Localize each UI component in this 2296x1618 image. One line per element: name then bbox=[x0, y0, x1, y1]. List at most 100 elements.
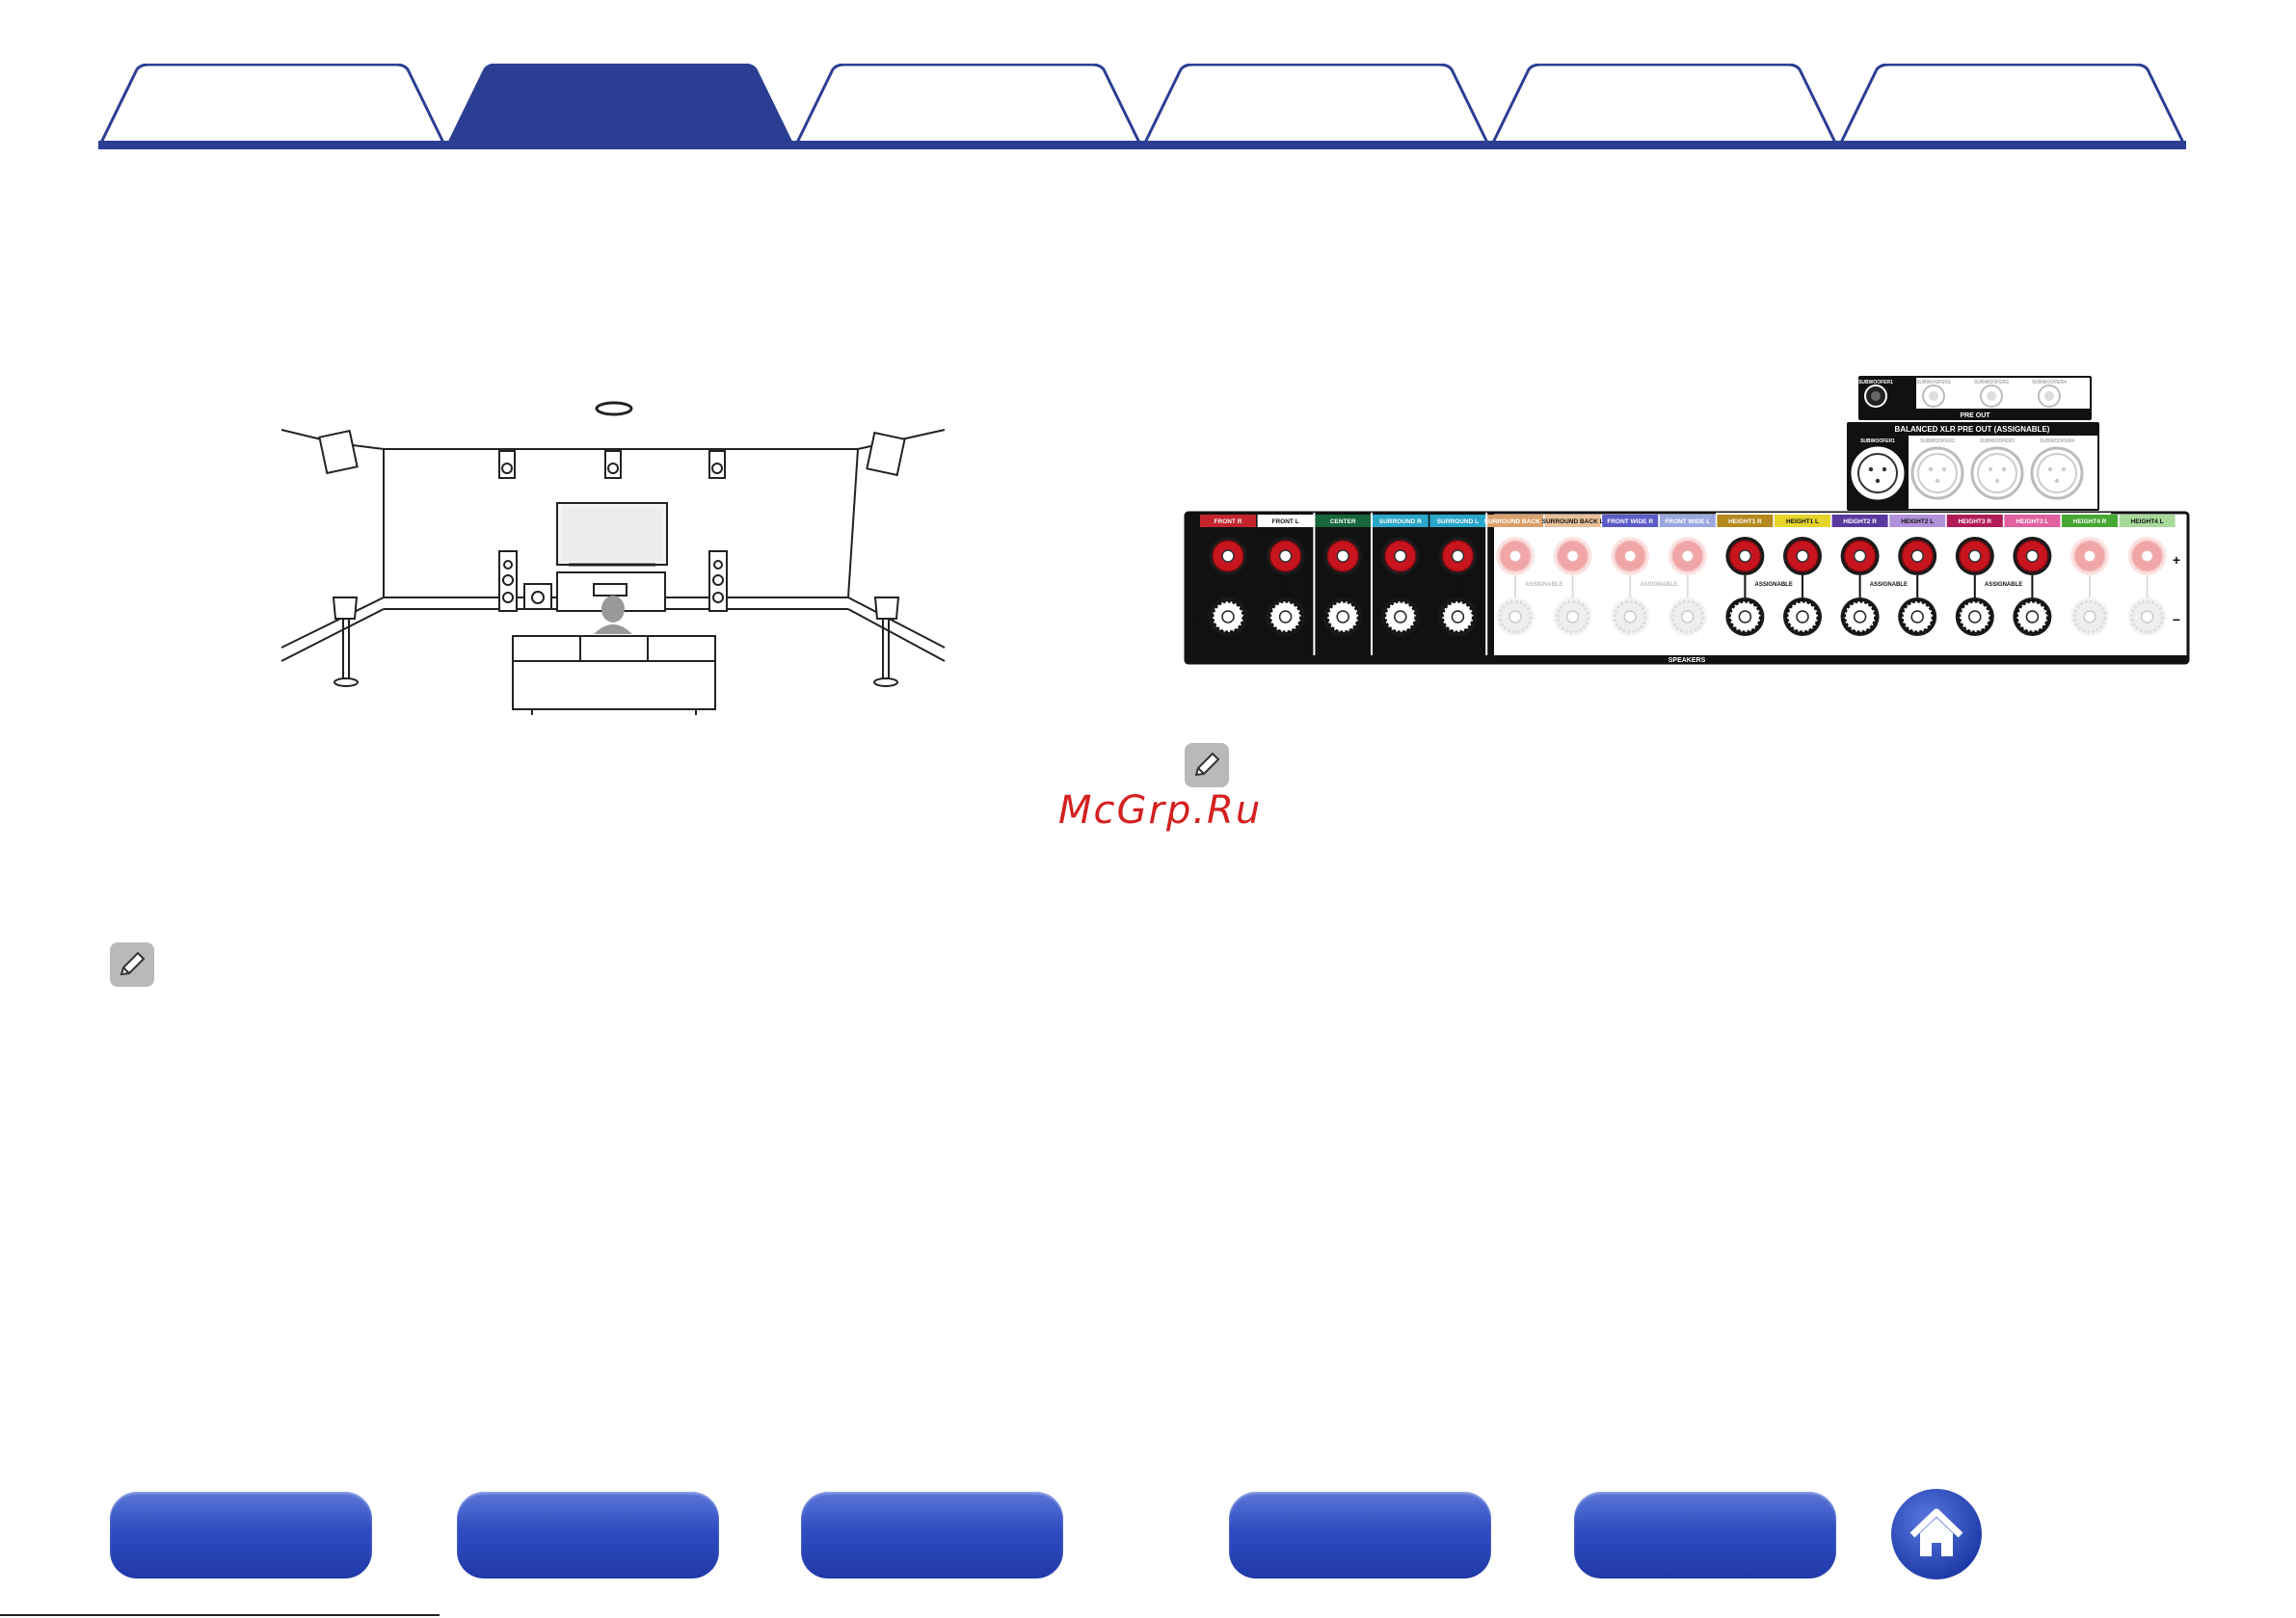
channel-tag bbox=[1946, 515, 2003, 527]
xlr-jack-label: SUBWOOFER2 bbox=[1920, 438, 1955, 444]
plus-terminal-hole bbox=[2140, 549, 2154, 563]
pre-out-jack-label: SUBWOOFER4 bbox=[2032, 380, 2067, 385]
channel-label: FRONT L bbox=[1272, 518, 1299, 525]
xlr-jack-ring bbox=[1917, 453, 1958, 493]
channel-label: FRONT R bbox=[1215, 518, 1242, 525]
nav-button-1[interactable] bbox=[110, 1492, 372, 1578]
xlr-pin bbox=[1994, 478, 2000, 484]
assignable-label: ASSIGNABLE bbox=[1640, 582, 1677, 588]
xlr-pin bbox=[2061, 466, 2067, 472]
xlr-pin bbox=[1882, 466, 1887, 472]
pre-out-jack-label: SUBWOOFER1 bbox=[1858, 380, 1893, 385]
pre-out-title: PRE OUT bbox=[1960, 412, 1990, 419]
xlr-pin bbox=[1928, 466, 1934, 472]
note-pencil-icon bbox=[110, 942, 154, 987]
speaker-layout-illustration bbox=[280, 401, 946, 715]
minus-terminal-hole bbox=[1394, 610, 1407, 623]
minus-terminal-hole bbox=[1565, 610, 1580, 623]
xlr-jack-label: SUBWOOFER4 bbox=[2040, 438, 2074, 444]
minus-terminal-hole bbox=[1738, 610, 1752, 623]
pre-out-jack-label: SUBWOOFER2 bbox=[1916, 380, 1951, 385]
channel-tag bbox=[1200, 515, 1256, 527]
speaker-panel-active-left bbox=[1186, 513, 1494, 663]
channel-label: SURROUND BACK R bbox=[1484, 518, 1547, 525]
channel-tag bbox=[1429, 515, 1486, 527]
nav-button-3[interactable] bbox=[801, 1492, 1063, 1578]
tab-3[interactable] bbox=[794, 64, 1142, 146]
channel-label: FRONT WIDE R bbox=[1607, 518, 1653, 525]
minus-terminal-hole bbox=[2083, 610, 2096, 623]
pre-out-jack-center bbox=[2044, 391, 2054, 401]
minus-terminal-hole bbox=[1221, 610, 1235, 623]
xlr-pin bbox=[1941, 466, 1947, 472]
plus-terminal-hole bbox=[1853, 549, 1867, 563]
plus-terminal-hole bbox=[1221, 549, 1235, 563]
tab-6[interactable] bbox=[1838, 64, 2186, 146]
nav-button-4[interactable] bbox=[1229, 1492, 1491, 1578]
minus-label: − bbox=[1195, 612, 1203, 627]
minus-terminal-hole bbox=[1968, 610, 1982, 623]
channel-tag bbox=[1487, 515, 1543, 527]
xlr-pin bbox=[2054, 478, 2060, 484]
home-icon bbox=[1909, 1508, 1963, 1556]
channel-label: HEIGHT2 L bbox=[1901, 518, 1934, 525]
channel-tag bbox=[1602, 515, 1659, 527]
xlr-jack-label: SUBWOOFER3 bbox=[1980, 438, 2015, 444]
tab-1[interactable] bbox=[98, 64, 446, 146]
xlr-jack bbox=[1910, 446, 1964, 500]
assignable-label: ASSIGNABLE bbox=[1870, 582, 1908, 588]
channel-tag bbox=[1775, 515, 1830, 527]
plus-terminal-hole bbox=[1451, 549, 1465, 563]
tab-2[interactable] bbox=[446, 64, 794, 146]
tab-5[interactable] bbox=[1490, 64, 1838, 146]
minus-terminal-hole bbox=[1681, 610, 1695, 623]
pre-out-jack-label: SUBWOOFER3 bbox=[1974, 380, 2009, 385]
pre-out-jack-center bbox=[1929, 391, 1938, 401]
plus-terminal-hole bbox=[1565, 549, 1580, 563]
minus-terminal-hole bbox=[1336, 610, 1349, 623]
xlr-pin bbox=[2001, 466, 2007, 472]
plus-terminal-hole bbox=[1508, 549, 1522, 563]
xlr-jack bbox=[1851, 446, 1905, 500]
channel-tag bbox=[1831, 515, 1888, 527]
plus-terminal-hole bbox=[2025, 549, 2040, 563]
xlr-pin bbox=[1868, 466, 1874, 472]
channel-label: SURROUND L bbox=[1437, 518, 1479, 525]
channel-label: FRONT WIDE L bbox=[1665, 518, 1710, 525]
channel-tag bbox=[1659, 515, 1716, 527]
channel-label: HEIGHT3 R bbox=[1958, 518, 1991, 525]
channel-tag bbox=[1315, 515, 1372, 527]
channel-tag bbox=[1717, 515, 1774, 527]
minus-terminal-hole bbox=[2025, 610, 2040, 623]
xlr-pin bbox=[1935, 478, 1940, 484]
xlr-pin bbox=[1875, 478, 1881, 484]
minus-terminal-hole bbox=[1853, 610, 1867, 623]
channel-tag bbox=[1257, 515, 1314, 527]
plus-terminal-hole bbox=[1910, 549, 1924, 563]
xlr-pin bbox=[2047, 466, 2053, 472]
plus-terminal-hole bbox=[1623, 549, 1637, 563]
nav-button-2[interactable] bbox=[457, 1492, 719, 1578]
channel-tag bbox=[1889, 515, 1946, 527]
xlr-jack-label: SUBWOOFER1 bbox=[1860, 438, 1895, 444]
nav-button-5[interactable] bbox=[1574, 1492, 1836, 1578]
tab-4[interactable] bbox=[1142, 64, 1490, 146]
home-button[interactable] bbox=[1891, 1489, 1982, 1579]
minus-label: − bbox=[2173, 612, 2180, 627]
speaker-panel-mid bbox=[1716, 513, 2111, 663]
channel-tag bbox=[1372, 515, 1428, 527]
xlr-title: BALANCED XLR PRE OUT (ASSIGNABLE) bbox=[1895, 425, 2050, 434]
xlr-jack bbox=[2030, 446, 2084, 500]
plus-terminal-hole bbox=[1336, 549, 1349, 563]
channel-label: HEIGHT1 L bbox=[1786, 518, 1819, 525]
xlr-jack bbox=[1970, 446, 2024, 500]
channel-label: HEIGHT2 R bbox=[1843, 518, 1877, 525]
channel-label: HEIGHT3 L bbox=[2016, 518, 2048, 525]
footer-rule bbox=[0, 1614, 440, 1616]
speakers-label: SPEAKERS bbox=[1669, 657, 1706, 664]
plus-terminal-hole bbox=[2083, 549, 2096, 563]
minus-terminal-hole bbox=[1623, 610, 1637, 623]
channel-tag bbox=[2119, 515, 2176, 527]
channel-label: HEIGHT4 R bbox=[2073, 518, 2107, 525]
pre-out-inactive-area bbox=[1916, 378, 2090, 409]
